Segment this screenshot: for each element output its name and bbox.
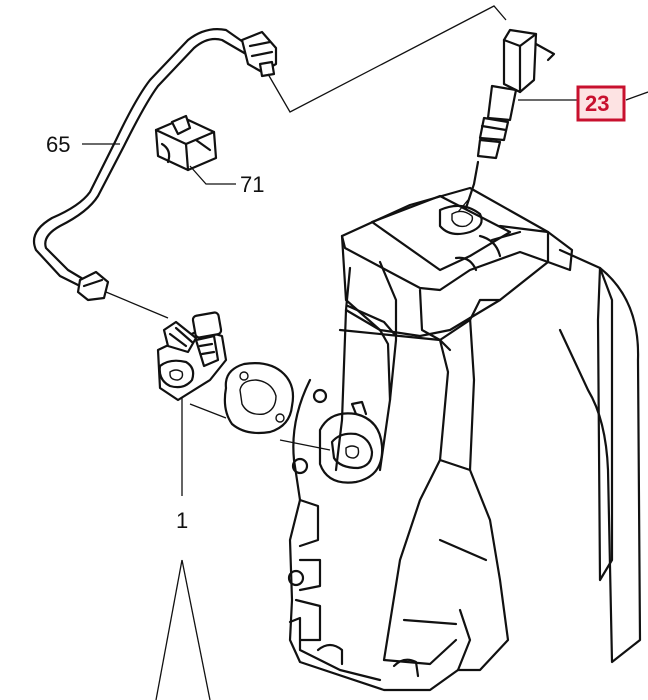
pressure-sender	[464, 28, 556, 210]
callout-label-1: 1	[176, 508, 188, 533]
tube-clip	[154, 114, 218, 172]
oil-pump	[156, 311, 228, 402]
callout-65[interactable]: 65	[46, 132, 70, 157]
oil-tube	[32, 28, 278, 302]
callout-23-highlighted[interactable]: 23	[576, 85, 626, 122]
callout-1[interactable]: 1	[176, 508, 188, 533]
engine-block	[287, 186, 642, 692]
callout-71[interactable]: 71	[240, 172, 264, 197]
highlight-box	[576, 85, 626, 122]
gasket	[223, 362, 295, 435]
leader-lines	[82, 5, 648, 700]
callout-label-71: 71	[240, 172, 264, 197]
callout-label-23: 23	[585, 91, 609, 116]
callout-label-65: 65	[46, 132, 70, 157]
